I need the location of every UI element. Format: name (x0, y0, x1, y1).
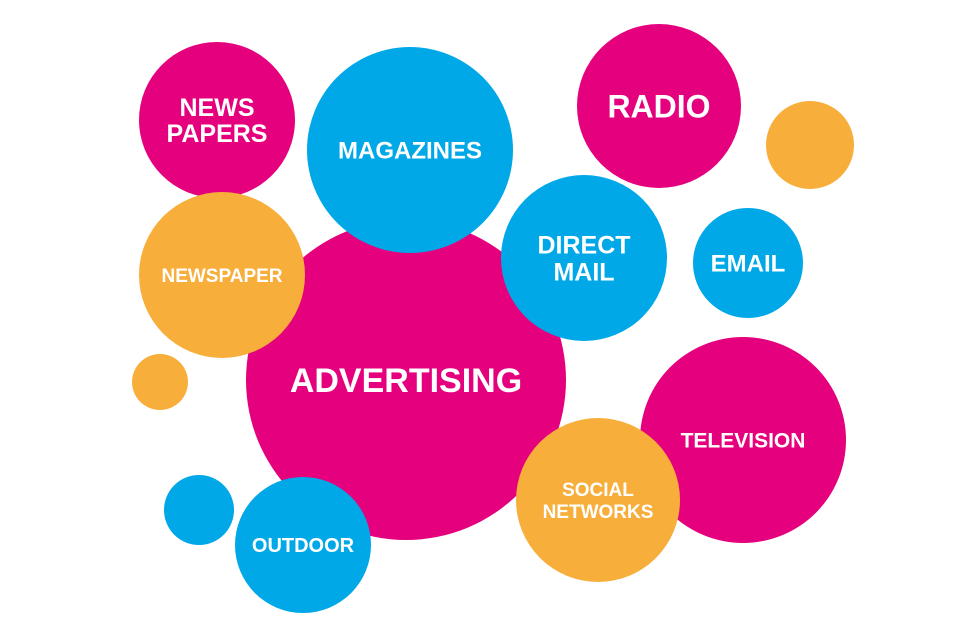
bubble-magazines: MAGAZINES (307, 47, 513, 253)
bubble-label: SOCIAL (562, 480, 634, 501)
bubble-advertising: ADVERTISING (246, 220, 566, 540)
bubble-label: MAIL (553, 259, 614, 287)
bubble-circle (640, 337, 846, 543)
bubble-label: PAPERS (167, 120, 268, 148)
bubble-circle (132, 354, 188, 410)
bubble-label: NETWORKS (543, 502, 654, 523)
bubble-label: NEWS (180, 94, 255, 122)
bubble-circle (164, 475, 234, 545)
bubble-label: MAGAZINES (338, 138, 482, 165)
bubble-outdoor: OUTDOOR (235, 477, 371, 613)
bubble-label: OUTDOOR (252, 535, 355, 557)
bubble-circle (235, 477, 371, 613)
bubble-dot-blue-bottom-left (164, 475, 234, 545)
bubble-circle (246, 220, 566, 540)
bubble-circle (577, 24, 741, 188)
bubble-circle (139, 42, 295, 198)
bubble-newspaper: NEWSPAPER (139, 192, 305, 358)
bubble-television: TELEVISION (640, 337, 846, 543)
bubble-label: NEWSPAPER (161, 266, 282, 287)
bubble-label: ADVERTISING (290, 362, 522, 400)
bubble-dot-orange-left (132, 354, 188, 410)
bubble-radio: RADIO (577, 24, 741, 188)
bubble-circle (501, 175, 667, 341)
bubble-dot-orange-top-right (766, 101, 854, 189)
bubble-label: TELEVISION (681, 430, 806, 453)
bubble-email: EMAIL (693, 208, 803, 318)
bubble-label: RADIO (607, 89, 710, 125)
bubble-circle (139, 192, 305, 358)
bubble-circle (307, 47, 513, 253)
bubble-label: DIRECT (537, 232, 630, 260)
bubble-label: EMAIL (711, 251, 786, 278)
bubble-circle (516, 418, 680, 582)
bubble-circle (766, 101, 854, 189)
bubble-circle (693, 208, 803, 318)
